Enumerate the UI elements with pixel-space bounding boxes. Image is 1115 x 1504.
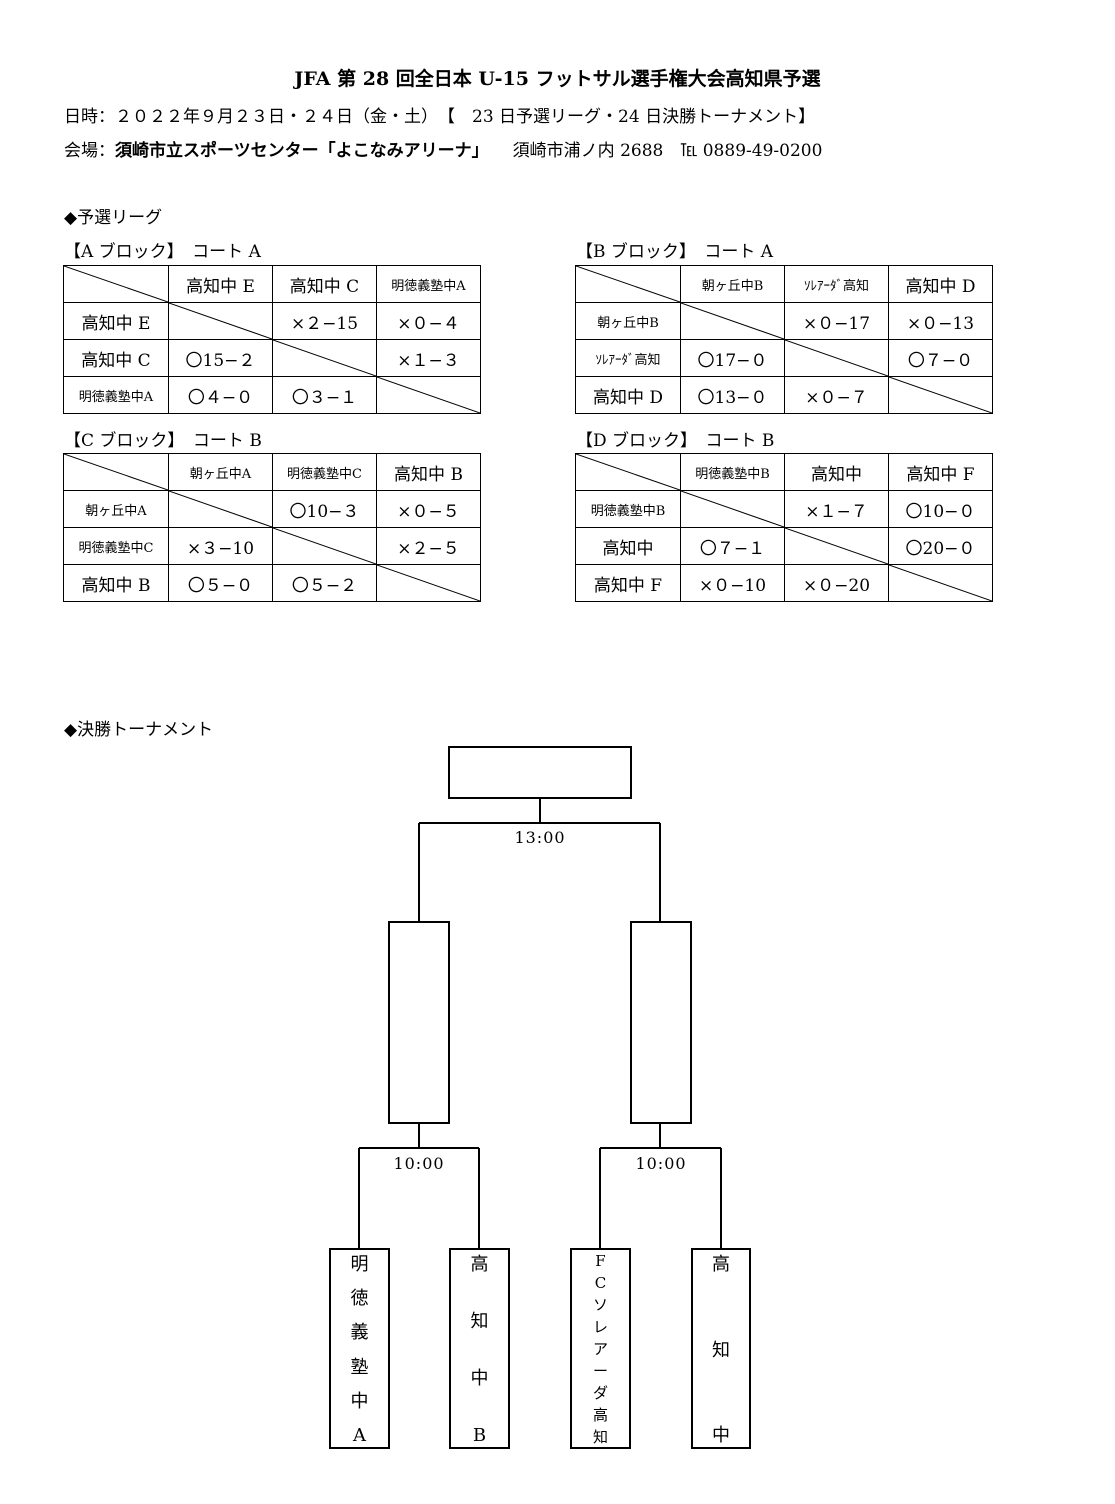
semi-winner-left-box <box>388 921 450 1124</box>
col-header: ｿﾚｱｰﾀﾞ高知 <box>784 265 889 303</box>
block-c-table: 朝ヶ丘中A 明徳義塾中C 高知中 B 朝ヶ丘中A 〇10−３ ×０−５ 明徳義塾… <box>63 453 481 602</box>
row-header: 明徳義塾中B <box>575 490 681 528</box>
venue-line: 会場：須崎市立スポーツセンター「よこなみアリーナ」 須崎市浦ノ内 2688 ℡ 0… <box>64 136 822 161</box>
corner-cell <box>575 265 681 303</box>
score-cell: ×０−７ <box>784 376 889 414</box>
block-d-header: 【D ブロック】 コート B <box>576 431 775 451</box>
page-title: JFA 第 28 回全日本 U-15 フットサル選手権大会高知県予選 <box>294 68 821 90</box>
col-header: 明徳義塾中B <box>680 453 785 491</box>
row-header: 高知中 C <box>63 339 169 377</box>
row-header: 明徳義塾中A <box>63 376 169 414</box>
score-cell: ×１−３ <box>376 339 481 377</box>
score-cell: ×３−10 <box>168 527 273 565</box>
self-cell <box>168 490 273 528</box>
score-cell: ×１−７ <box>784 490 889 528</box>
score-cell: ×０−13 <box>888 302 993 340</box>
block-a-table: 高知中 E 高知中 C 明徳義塾中A 高知中 E ×２−15 ×０−４ 高知中 … <box>63 265 481 414</box>
row-header: 高知中 D <box>575 376 681 414</box>
self-cell <box>680 490 785 528</box>
semi-winner-right-box <box>630 921 692 1124</box>
col-header: 高知中 <box>784 453 889 491</box>
block-a-header: 【A ブロック】 コート A <box>64 242 261 262</box>
col-header: 高知中 C <box>272 265 377 303</box>
row-header: 高知中 B <box>63 564 169 602</box>
row-header: 明徳義塾中C <box>63 527 169 565</box>
score-cell: 〇３−１ <box>272 376 377 414</box>
score-cell: 〇７−０ <box>888 339 993 377</box>
block-c-header: 【C ブロック】 コート B <box>64 431 262 451</box>
score-cell: ×０−４ <box>376 302 481 340</box>
venue-name: 須崎市立スポーツセンター「よこなみアリーナ」 <box>115 141 489 161</box>
venue-address: 須崎市浦ノ内 2688 ℡ 0889-49-0200 <box>512 141 823 161</box>
score-cell: 〇10−０ <box>888 490 993 528</box>
champion-box <box>448 746 632 799</box>
col-header: 高知中 D <box>888 265 993 303</box>
score-cell: 〇４−０ <box>168 376 273 414</box>
row-header: 朝ヶ丘中B <box>575 302 681 340</box>
col-header: 朝ヶ丘中A <box>168 453 273 491</box>
date-line: 日時：２０２２年９月２３日・２４日（金・土） 【 23 日予選リーグ・24 日決… <box>64 107 816 127</box>
self-cell <box>680 302 785 340</box>
score-cell: 〇５−２ <box>272 564 377 602</box>
score-cell: 〇10−３ <box>272 490 377 528</box>
row-header: 高知中 E <box>63 302 169 340</box>
score-cell: 〇５−０ <box>168 564 273 602</box>
entrant-1: 明 徳 義 塾 中 A <box>329 1248 390 1449</box>
semi-right-time: 10:00 <box>635 1154 686 1173</box>
score-cell: ×０−10 <box>680 564 785 602</box>
score-cell: ×０−５ <box>376 490 481 528</box>
score-cell: ×２−５ <box>376 527 481 565</box>
entrant-4: 高 知 中 <box>691 1248 751 1449</box>
col-header: 明徳義塾中A <box>376 265 481 303</box>
block-d-table: 明徳義塾中B 高知中 高知中 F 明徳義塾中B ×１−７ 〇10−０ 高知中 〇… <box>575 453 993 602</box>
block-b-header: 【B ブロック】 コート A <box>576 242 774 262</box>
score-cell: 〇17−０ <box>680 339 785 377</box>
col-header: 高知中 F <box>888 453 993 491</box>
final-time: 13:00 <box>514 828 565 847</box>
semi-left-time: 10:00 <box>393 1154 444 1173</box>
block-b-table: 朝ヶ丘中B ｿﾚｱｰﾀﾞ高知 高知中 D 朝ヶ丘中B ×０−17 ×０−13 ｿ… <box>575 265 993 414</box>
entrant-3: F C ソ レ ア ー ダ 高 知 <box>570 1248 631 1449</box>
self-cell <box>888 564 993 602</box>
score-cell: ×０−20 <box>784 564 889 602</box>
venue-label: 会場： <box>64 141 115 161</box>
league-heading: ◆予選リーグ <box>64 208 163 228</box>
score-cell: 〇15−２ <box>168 339 273 377</box>
row-header: 高知中 <box>575 527 681 565</box>
col-header: 朝ヶ丘中B <box>680 265 785 303</box>
row-header: 高知中 F <box>575 564 681 602</box>
self-cell <box>168 302 273 340</box>
entrant-2: 高 知 中 B <box>449 1248 510 1449</box>
row-header: ｿﾚｱｰﾀﾞ高知 <box>575 339 681 377</box>
self-cell <box>888 376 993 414</box>
score-cell: 〇13−０ <box>680 376 785 414</box>
self-cell <box>784 339 889 377</box>
tournament-heading: ◆決勝トーナメント <box>64 720 214 740</box>
self-cell <box>376 376 481 414</box>
self-cell <box>376 564 481 602</box>
